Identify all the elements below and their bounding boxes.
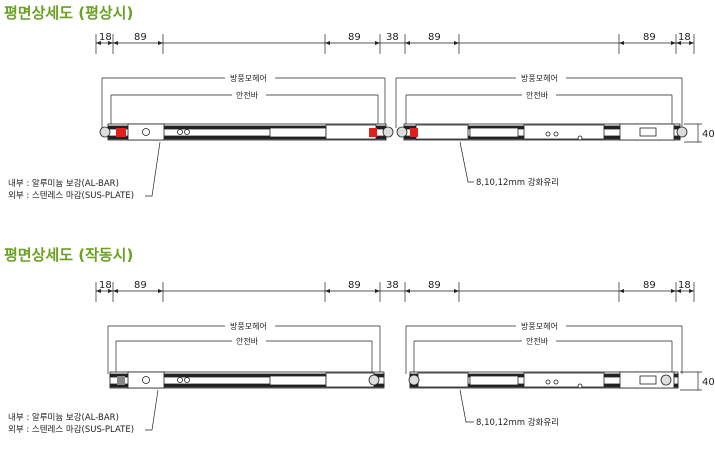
dim-89-c: 89 [428,32,441,43]
dim-38: 38 [386,32,399,43]
dim-18-right: 18 [678,280,691,291]
door-profile-left [109,371,385,389]
dim-38: 38 [386,280,399,291]
callout-inner-al-bar: 내부 : 알루미늄 보강(AL-BAR) [8,412,119,423]
door-profile-right [408,371,679,389]
label-hair-right: 방풍모헤어 [521,73,558,83]
dim-18-right: 18 [678,32,691,43]
callout-outer-sus-plate: 외부 : 스텐레스 마감(SUS-PLATE) [8,190,134,201]
section-title-operating: 평면상세도 (작동시) [4,246,134,264]
callout-tempered-glass: 8,10,12mm 강화유리 [476,417,559,428]
dim-89-d: 89 [643,280,656,291]
dim-89-d: 89 [643,32,656,43]
dim-89-a: 89 [134,280,147,291]
door-profile-left [99,123,394,141]
dim-height-40: 40 [702,377,715,388]
callout-outer-sus-plate: 외부 : 스텐레스 마감(SUS-PLATE) [8,424,134,435]
label-hair-left: 방풍모헤어 [230,73,267,83]
plan-detail-drawing-normal: 18 89 89 38 89 89 18 방풍모헤어 안전바 방풍모헤어 안전바 [8,32,715,201]
dimension-labels: 18 89 89 38 89 89 18 [99,32,691,43]
dimension-labels: 18 89 89 38 89 89 18 [99,280,691,291]
dim-18-left: 18 [99,280,112,291]
callout-tempered-glass: 8,10,12mm 강화유리 [476,177,559,188]
label-safety-bar-right: 안전바 [526,90,549,100]
label-safety-bar-left: 안전바 [236,90,259,100]
callout-inner-al-bar: 내부 : 알루미늄 보강(AL-BAR) [8,178,119,189]
dim-89-b: 89 [348,32,361,43]
dim-18-left: 18 [99,32,112,43]
dim-89-a: 89 [134,32,147,43]
dim-89-c: 89 [428,280,441,291]
label-hair-right: 방풍모헤어 [521,321,558,331]
section-title-normal: 평면상세도 (평상시) [4,4,134,22]
label-safety-bar-left: 안전바 [236,336,259,346]
door-profile-right [396,123,688,141]
plan-detail-drawing-operating: 18 89 89 38 89 89 18 방풍모헤어 안전바 방풍모헤어 안전바 [8,280,715,435]
dim-89-b: 89 [348,280,361,291]
dim-height-40: 40 [702,129,715,140]
label-hair-left: 방풍모헤어 [230,321,267,331]
label-safety-bar-right: 안전바 [526,336,549,346]
